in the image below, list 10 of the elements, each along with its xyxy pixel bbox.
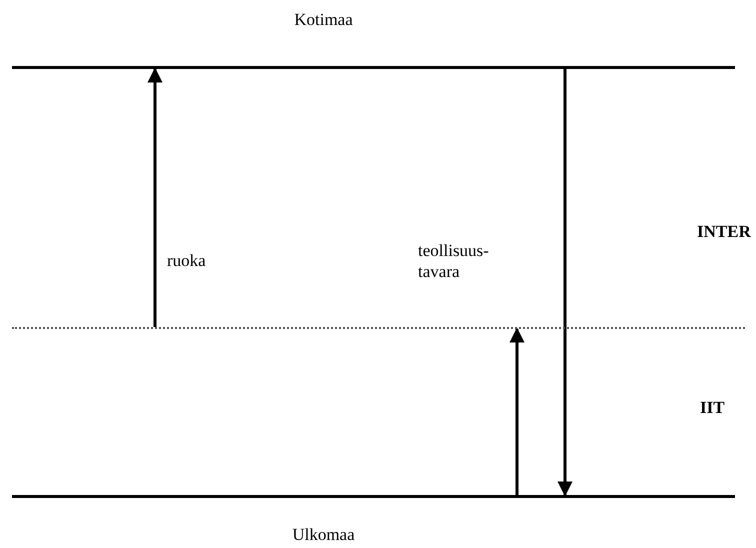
region-label: Kotimaa xyxy=(294,10,353,30)
arrow xyxy=(558,69,572,496)
arrow xyxy=(148,68,162,327)
region-label: INTER xyxy=(697,222,751,242)
arrow xyxy=(510,328,524,495)
region-label: Ulkomaa xyxy=(292,525,355,545)
region-label: IIT xyxy=(700,398,725,418)
dotted-boundary-line xyxy=(12,327,745,330)
edge-label: ruoka xyxy=(167,250,207,272)
edge-label: teollisuus- tavara xyxy=(418,240,490,282)
